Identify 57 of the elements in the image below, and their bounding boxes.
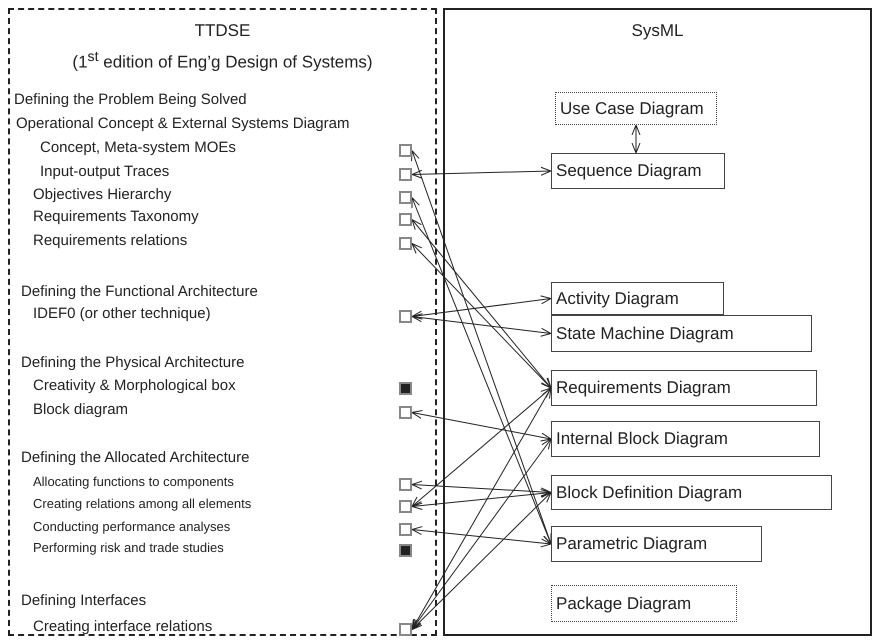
diagram-box: Internal Block Diagram — [551, 421, 820, 457]
diagram-box: Parametric Diagram — [551, 526, 762, 562]
diagram-box: Use Case Diagram — [555, 92, 717, 125]
item-text: Input-output Traces — [40, 163, 170, 181]
diagram-box: Activity Diagram — [551, 282, 724, 315]
square-marker — [399, 191, 412, 204]
item-text: Requirements relations — [33, 232, 188, 250]
item-text: Creativity & Morphological box — [33, 377, 236, 395]
filled-square-marker — [399, 382, 412, 395]
panel-subtitle: (1$^{st}$ edition of Eng’g Design of Systems) — [71, 48, 374, 74]
filled-square-marker — [399, 544, 412, 557]
square-marker — [399, 500, 412, 513]
item-text: Objectives Hierarchy — [33, 186, 172, 204]
panel-title: SysML — [630, 20, 684, 42]
item-text: Concept, Meta-system MOEs — [40, 139, 236, 157]
panel-frame — [443, 8, 872, 636]
double-arrow — [412, 526, 552, 548]
double-arrow — [412, 388, 552, 507]
section-heading: Defining the Problem Being Solved — [14, 91, 247, 109]
diagram-box: Package Diagram — [551, 585, 737, 622]
double-arrow — [412, 492, 552, 630]
double-arrow — [412, 410, 552, 442]
panel-frame — [8, 8, 437, 636]
item-text: Requirements Taxonomy — [33, 208, 199, 226]
item-text: Creating relations among all elements — [33, 495, 252, 513]
square-marker — [399, 478, 412, 491]
item-text: Creating interface relations — [33, 618, 212, 636]
double-arrow — [412, 480, 552, 496]
square-marker — [399, 213, 412, 226]
square-marker — [399, 623, 412, 636]
double-arrow — [412, 166, 552, 179]
square-marker — [399, 237, 412, 250]
section-heading: Operational Concept & External Systems Diagram — [16, 115, 350, 133]
square-marker — [399, 144, 412, 157]
diagram-box: Requirements Diagram — [551, 370, 817, 406]
item-text: Allocating functions to components — [33, 473, 234, 491]
item-text: Conducting performance analyses — [33, 518, 230, 536]
panel-title: TTDSE — [194, 20, 252, 42]
double-arrow — [412, 313, 552, 337]
diagram-box: Block Definition Diagram — [551, 475, 832, 510]
double-arrow — [632, 124, 640, 154]
square-marker — [399, 168, 412, 181]
item-text: IDEF0 (or other technique) — [33, 305, 211, 323]
diagram-box: State Machine Diagram — [551, 315, 812, 352]
square-marker — [399, 310, 412, 323]
double-arrow — [412, 489, 552, 510]
item-text: Block diagram — [33, 401, 128, 419]
section-heading: Defining the Allocated Architecture — [21, 449, 250, 467]
square-marker — [399, 406, 412, 419]
section-heading: Defining Interfaces — [21, 592, 146, 610]
square-marker — [399, 523, 412, 536]
double-arrow — [412, 295, 552, 320]
item-text: Performing risk and trade studies — [33, 539, 224, 557]
section-heading: Defining the Physical Architecture — [21, 354, 244, 372]
diagram-box: Sequence Diagram — [551, 153, 725, 189]
section-heading: Defining the Functional Architecture — [21, 283, 258, 301]
double-arrow — [412, 438, 552, 630]
